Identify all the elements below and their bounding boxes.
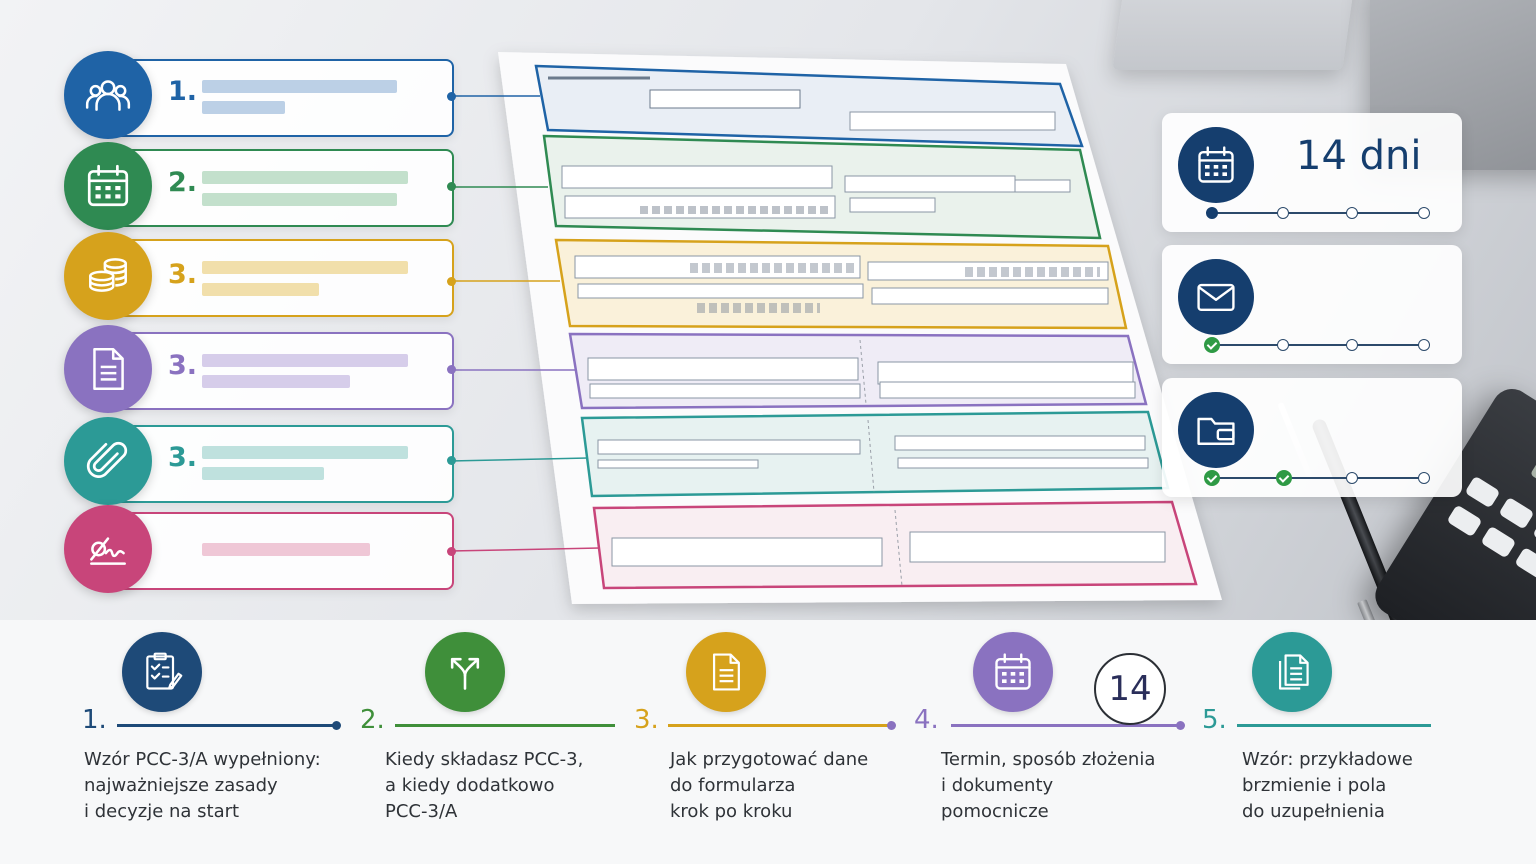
timeline-line <box>117 724 337 727</box>
timeline-step-text: Jak przygotować dane do formularza krok … <box>670 749 869 822</box>
calculator-key <box>1498 496 1535 530</box>
desk-box-top <box>1112 0 1358 70</box>
placeholder-bar <box>202 375 350 388</box>
progress-card-mail[interactable] <box>1162 245 1462 364</box>
timeline-step-number: 1. <box>82 705 107 735</box>
placeholder-bar <box>202 101 285 114</box>
progress-node <box>1418 472 1430 484</box>
timeline-step-number: 5. <box>1202 705 1227 735</box>
timeline-line <box>951 724 1181 727</box>
timeline-section: 1. Wzór PCC-3/A wypełniony: najważniejsz… <box>0 620 1536 864</box>
progress-card-folder[interactable] <box>1162 378 1462 497</box>
envelope-icon <box>1178 259 1254 335</box>
timeline-step-text: Wzór: przykładowe brzmienie i pola do uz… <box>1242 749 1413 822</box>
split-arrows-icon <box>425 632 505 712</box>
calculator-key <box>1514 546 1536 580</box>
form-section-6 <box>592 500 1198 590</box>
timeline-step-number: 3. <box>634 705 659 735</box>
connector-dot <box>447 277 456 286</box>
connector-dot <box>447 182 456 191</box>
copy-documents-icon <box>1252 632 1332 712</box>
placeholder-bar <box>202 80 397 93</box>
step-number: 2. <box>168 167 198 198</box>
timeline-step-text: Termin, sposób złożenia i dokumenty pomo… <box>941 749 1156 822</box>
timeline-dot <box>887 721 896 730</box>
step-number: 3. <box>168 259 198 290</box>
timeline-step-text: Kiedy składasz PCC-3, a kiedy dodatkowo … <box>385 749 584 822</box>
placeholder-bar <box>202 446 408 459</box>
timeline-line <box>1237 724 1431 727</box>
progress-node <box>1277 339 1289 351</box>
pen-tip <box>1357 599 1377 620</box>
form-section-5 <box>580 410 1170 498</box>
form-section-4 <box>568 332 1148 410</box>
step-number: 3. <box>168 350 198 381</box>
checklist-icon <box>122 632 202 712</box>
document-icon <box>64 325 152 413</box>
progress-node <box>1346 339 1358 351</box>
progress-card-deadline[interactable]: 14 dni <box>1162 113 1462 232</box>
users-icon <box>64 51 152 139</box>
document-icon <box>686 632 766 712</box>
progress-node-done <box>1204 337 1220 353</box>
placeholder-bar <box>202 354 408 367</box>
form-section-3 <box>554 238 1128 330</box>
calculator-key <box>1480 525 1517 559</box>
form-section-2 <box>542 134 1102 240</box>
timeline-line <box>395 724 615 727</box>
connector-dot <box>447 547 456 556</box>
progress-track <box>1212 477 1424 479</box>
calculator-screen <box>1529 437 1536 539</box>
placeholder-bar <box>202 261 408 274</box>
signature-icon <box>64 505 152 593</box>
step-number: 1. <box>168 76 198 107</box>
calendar-icon <box>973 632 1053 712</box>
calculator-key <box>1464 475 1501 509</box>
deadline-badge: 14 <box>1094 653 1166 725</box>
step-number: 3. <box>168 442 198 473</box>
coins-icon <box>64 232 152 320</box>
paperclip-icon <box>64 417 152 505</box>
placeholder-bar <box>202 543 370 556</box>
connector-dot <box>447 365 456 374</box>
calculator-key <box>1446 504 1483 538</box>
step-card-1[interactable] <box>108 59 454 137</box>
progress-node <box>1277 207 1289 219</box>
progress-node-done <box>1204 470 1220 486</box>
connector-dot <box>447 92 456 101</box>
progress-node <box>1418 207 1430 219</box>
folder-icon <box>1178 392 1254 468</box>
step-card-2[interactable] <box>108 149 454 227</box>
calendar-icon <box>1178 127 1254 203</box>
timeline-dot <box>1176 721 1185 730</box>
timeline-line <box>668 724 892 727</box>
placeholder-bar <box>202 171 408 184</box>
step-card-4[interactable] <box>108 332 454 410</box>
connector-dot <box>447 456 456 465</box>
progress-track <box>1212 212 1424 214</box>
step-card-5[interactable] <box>108 425 454 503</box>
timeline-step-text: Wzór PCC-3/A wypełniony: najważniejsze z… <box>84 749 321 822</box>
calculator-key <box>1532 517 1536 551</box>
placeholder-bar <box>202 193 397 206</box>
placeholder-bar <box>202 283 319 296</box>
progress-node <box>1346 207 1358 219</box>
step-card-3[interactable] <box>108 239 454 317</box>
timeline-step-number: 2. <box>360 705 385 735</box>
calendar-icon <box>64 142 152 230</box>
progress-node <box>1346 472 1358 484</box>
days-label: 14 dni <box>1296 133 1422 179</box>
placeholder-bar <box>202 467 324 480</box>
timeline-dot <box>332 721 341 730</box>
timeline-step-number: 4. <box>914 705 939 735</box>
form-section-1 <box>534 64 1084 148</box>
progress-node-current <box>1206 207 1218 219</box>
progress-node-done <box>1276 470 1292 486</box>
progress-node <box>1418 339 1430 351</box>
progress-track <box>1212 344 1424 346</box>
